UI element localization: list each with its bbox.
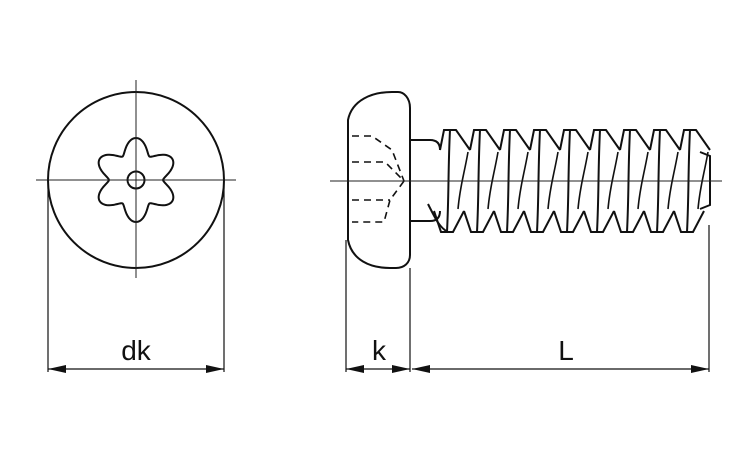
k-arrow-left [346,365,364,373]
front-center-lines [36,80,236,278]
thread-crest-lower [583,210,615,233]
thread-crest-lower [553,210,585,233]
arrowheads [48,365,709,373]
thread-crest-upper [499,129,531,151]
thread-crest-upper [619,129,651,151]
thread-crest-lower [493,210,525,233]
thread-crest-upper [649,129,681,151]
thread-crest-upper [679,129,711,151]
thread-crest-lower [643,210,675,233]
L-label: L [558,335,574,366]
pan-head-outline [347,91,411,269]
thread-crest-lower [523,210,555,233]
hidden-recess-upper [352,135,405,182]
L-arrow-left [412,365,430,373]
k-label: k [372,335,387,366]
thread-crest-upper [559,129,591,151]
thread-crest-upper [589,129,621,151]
dk-arrow-left [48,365,66,373]
thread-crest-lower [673,210,705,233]
dk-label: dk [121,335,152,366]
thread-run-out [427,203,449,233]
thread-crest-upper [439,129,471,151]
dk-arrow-right [206,365,224,373]
k-arrow-right [392,365,410,373]
thread-crest-lower [613,210,645,233]
thread-crest-upper [529,129,561,151]
thread-crest-lower [463,210,495,233]
L-arrow-right [691,365,709,373]
thread-crest-upper [469,129,501,151]
hidden-recess [352,135,406,223]
side-head [347,91,411,269]
hidden-recess-lower [352,161,406,223]
